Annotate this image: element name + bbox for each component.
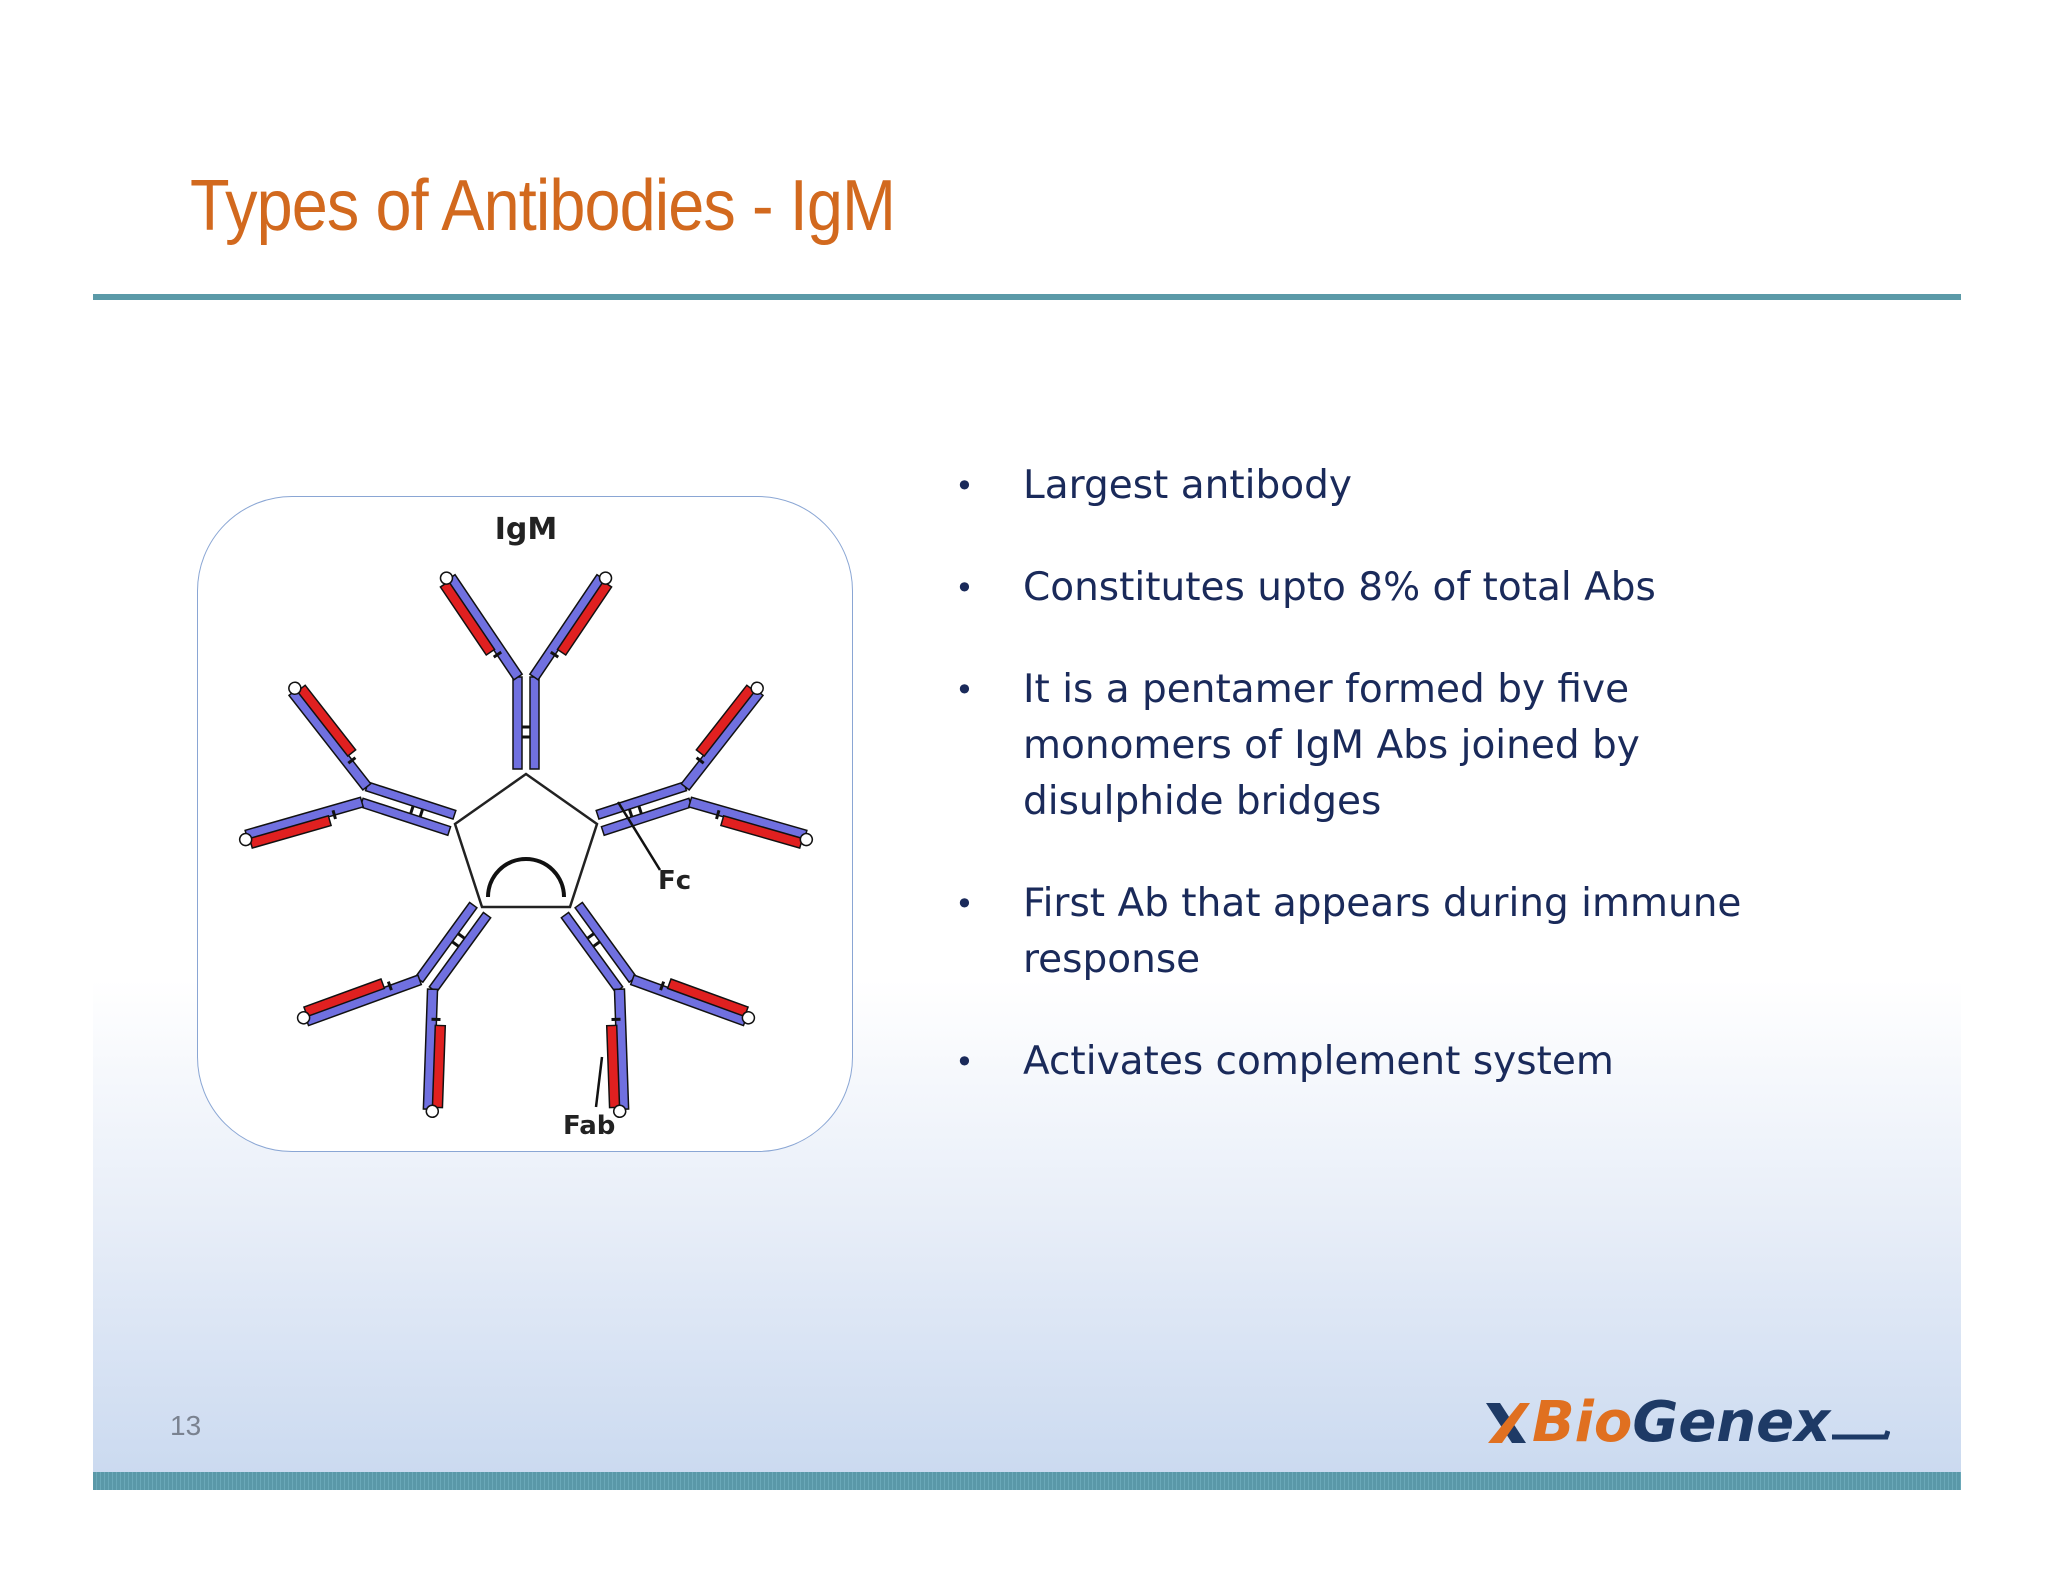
fab-arm xyxy=(605,988,630,1119)
bullet-item: •Constitutes upto 8% of total Abs xyxy=(955,560,1795,616)
logo-genex-text: Genex xyxy=(1632,1390,1831,1455)
disulphide-bond xyxy=(695,756,705,765)
igm-monomer xyxy=(595,681,814,849)
heavy-chain-arm xyxy=(445,573,524,681)
bullet-list: •Largest antibody •Constitutes upto 8% o… xyxy=(955,458,1795,1136)
antigen-binding-site xyxy=(741,1011,756,1025)
heavy-chain-arm xyxy=(680,688,765,791)
disulphide-bond xyxy=(386,981,393,991)
antigen-binding-site xyxy=(612,1104,627,1119)
j-chain-pentagon xyxy=(453,772,599,909)
light-chain xyxy=(605,1024,621,1109)
disulphide-bond xyxy=(451,940,460,948)
antigen-binding-site xyxy=(439,571,454,585)
fab-arm xyxy=(238,796,365,849)
light-chain xyxy=(431,1024,447,1109)
bullet-dot: • xyxy=(955,885,974,923)
disulphide-bond xyxy=(586,932,595,940)
bullet-item: •First Ab that appears during immune res… xyxy=(955,876,1795,988)
igm-monomer xyxy=(238,681,457,849)
figure-title: IgM xyxy=(495,512,558,547)
disulphide-bond xyxy=(347,756,357,765)
disulphide-bond xyxy=(409,805,415,815)
disulphide-bond xyxy=(331,809,337,820)
slide-title: Types of Antibodies - IgM xyxy=(190,166,896,246)
fab-arm xyxy=(680,681,765,791)
logo-bio-text: Bio xyxy=(1532,1390,1633,1455)
heavy-chain-stem xyxy=(529,676,540,770)
igm-monomer xyxy=(296,901,492,1119)
bullet-item: •It is a pentamer formed by five monomer… xyxy=(955,662,1795,830)
antigen-binding-site xyxy=(598,571,613,585)
title-divider xyxy=(93,294,1961,300)
antigen-binding-site xyxy=(288,681,302,696)
disulphide-bond xyxy=(418,808,425,818)
footer-bar xyxy=(93,1472,1961,1490)
fab-arm xyxy=(422,988,447,1119)
antigen-binding-site xyxy=(238,832,253,847)
antigen-binding-site xyxy=(296,1011,311,1025)
igm-figure: IgM Fc Fab xyxy=(197,496,853,1152)
disulphide-bond xyxy=(549,650,560,659)
bullet-item: •Largest antibody xyxy=(955,458,1795,514)
fab-arm xyxy=(296,974,423,1027)
antigen-binding-site xyxy=(799,832,814,847)
light-chain xyxy=(695,684,756,758)
bullet-dot: • xyxy=(955,467,974,505)
disulphide-bond xyxy=(637,805,643,815)
logo-underline-icon xyxy=(1832,1430,1891,1440)
antigen-binding-site xyxy=(425,1104,440,1119)
bullet-dot: • xyxy=(955,569,974,607)
antigen-binding-site xyxy=(750,681,764,696)
fab-arm xyxy=(528,571,613,681)
heavy-chain-arm xyxy=(287,688,372,791)
fab-label: Fab xyxy=(563,1111,615,1141)
igm-diagram: IgM Fc Fab xyxy=(238,512,814,1141)
bullet-dot: • xyxy=(955,1043,974,1081)
fc-pointer xyxy=(616,801,662,871)
igm-monomer xyxy=(439,571,613,770)
biogenex-logo: BioGenex xyxy=(1480,1390,1891,1455)
disulphide-bond xyxy=(627,808,634,818)
fab-arm xyxy=(629,974,756,1027)
disulphide-bond xyxy=(715,809,721,820)
bullet-item: •Activates complement system xyxy=(955,1034,1795,1090)
heavy-chain-stem xyxy=(512,676,523,770)
disulphide-bond xyxy=(457,932,466,940)
heavy-chain-arm xyxy=(528,573,607,681)
fc-label: Fc xyxy=(658,866,691,896)
j-chain-arc xyxy=(486,857,566,898)
fab-arm xyxy=(287,681,372,791)
light-chain xyxy=(296,684,357,758)
fab-arm xyxy=(687,796,814,849)
page-number: 13 xyxy=(170,1410,202,1441)
disulphide-bond xyxy=(592,940,601,948)
igm-monomer xyxy=(560,901,756,1119)
disulphide-bond xyxy=(659,981,666,991)
fab-arm xyxy=(439,571,524,681)
disulphide-bond xyxy=(492,650,503,659)
x-logo-icon xyxy=(1486,1403,1530,1443)
fab-pointer xyxy=(594,1056,604,1108)
bullet-dot: • xyxy=(955,671,974,709)
